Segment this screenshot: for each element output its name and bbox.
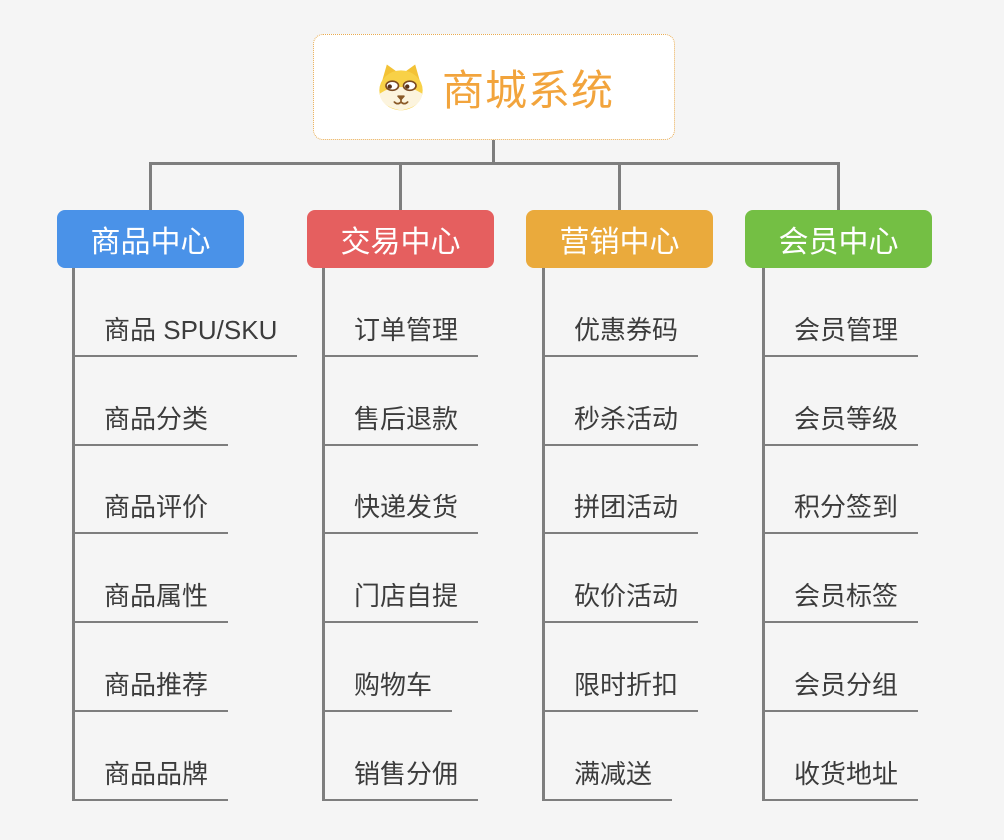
leaf-row: 秒杀活动 (542, 357, 792, 446)
spine-line (542, 268, 545, 801)
leaf-row: 拼团活动 (542, 446, 792, 535)
leaf-node[interactable]: 商品评价 (72, 487, 229, 535)
leaf-row: 商品属性 (72, 534, 322, 624)
leaf-row: 满减送 (542, 712, 792, 801)
leaf-row: 购物车 (322, 623, 572, 712)
leaf-row: 商品品牌 (72, 712, 322, 801)
spine-line (762, 268, 765, 801)
leaf-row: 收货地址 (762, 712, 1004, 801)
branch-label: 会员中心 (778, 226, 899, 259)
spine-line (72, 268, 75, 801)
leaf-node[interactable]: 订单管理 (322, 310, 479, 357)
leaf-node[interactable]: 快递发货 (322, 487, 479, 535)
leaf-node[interactable]: 商品属性 (72, 576, 229, 624)
leaf-row: 商品评价 (72, 446, 322, 535)
leaf-node[interactable]: 会员标签 (762, 576, 919, 624)
branch-product-center[interactable]: 商品中心 (57, 210, 244, 268)
leaf-node[interactable]: 门店自提 (322, 576, 479, 624)
leaf-node[interactable]: 售后退款 (322, 399, 479, 446)
connector-drop-trade (399, 162, 402, 210)
leaf-node[interactable]: 商品 SPU/SKU (72, 310, 298, 357)
leaf-row: 限时折扣 (542, 623, 792, 712)
leaf-node[interactable]: 会员分组 (762, 665, 919, 712)
leaf-row: 售后退款 (322, 357, 572, 446)
leaf-column-member: 会员管理 会员等级 积分签到 会员标签 会员分组 收货地址 (762, 268, 1004, 801)
leaf-row: 销售分佣 (322, 712, 572, 801)
leaf-column-product: 商品 SPU/SKU 商品分类 商品评价 商品属性 商品推荐 商品品牌 (72, 268, 322, 801)
connector-horizontal (149, 162, 840, 165)
leaf-node[interactable]: 砍价活动 (542, 576, 699, 624)
leaf-node[interactable]: 拼团活动 (542, 487, 699, 535)
leaf-column-trade: 订单管理 售后退款 快递发货 门店自提 购物车 销售分佣 (322, 268, 572, 801)
leaf-row: 快递发货 (322, 446, 572, 535)
leaf-row: 订单管理 (322, 268, 572, 357)
leaf-node[interactable]: 商品品牌 (72, 754, 229, 801)
leaf-node[interactable]: 销售分佣 (322, 754, 479, 801)
leaf-row: 商品 SPU/SKU (72, 268, 322, 357)
connector-root-drop (492, 140, 495, 163)
spine-line (322, 268, 325, 801)
connector-drop-member (837, 162, 840, 210)
leaf-node[interactable]: 收货地址 (762, 754, 919, 801)
branch-trade-center[interactable]: 交易中心 (307, 210, 494, 268)
connector-drop-marketing (618, 162, 621, 210)
connector-drop-product (149, 162, 152, 210)
branch-label: 商品中心 (90, 226, 211, 259)
leaf-row: 砍价活动 (542, 534, 792, 624)
leaf-row: 商品分类 (72, 357, 322, 446)
leaf-node[interactable]: 会员等级 (762, 399, 919, 446)
leaf-column-marketing: 优惠券码 秒杀活动 拼团活动 砍价活动 限时折扣 满减送 (542, 268, 792, 801)
branch-marketing-center[interactable]: 营销中心 (526, 210, 713, 268)
shiba-dog-icon (379, 64, 423, 111)
leaf-node[interactable]: 会员管理 (762, 310, 919, 357)
leaf-row: 会员分组 (762, 623, 1004, 712)
leaf-node[interactable]: 商品分类 (72, 399, 229, 446)
branch-member-center[interactable]: 会员中心 (745, 210, 932, 268)
branch-label: 营销中心 (559, 226, 680, 259)
leaf-row: 门店自提 (322, 534, 572, 624)
root-node[interactable]: 商城系统 (313, 34, 675, 140)
leaf-node[interactable]: 优惠券码 (542, 310, 699, 357)
leaf-row: 积分签到 (762, 446, 1004, 535)
leaf-row: 会员等级 (762, 357, 1004, 446)
leaf-row: 会员标签 (762, 534, 1004, 624)
leaf-row: 商品推荐 (72, 623, 322, 712)
leaf-node[interactable]: 限时折扣 (542, 665, 699, 712)
leaf-node[interactable]: 积分签到 (762, 487, 919, 535)
leaf-node[interactable]: 购物车 (322, 665, 453, 712)
branch-label: 交易中心 (340, 226, 461, 259)
leaf-node[interactable]: 满减送 (542, 754, 673, 801)
leaf-row: 会员管理 (762, 268, 1004, 357)
leaf-node[interactable]: 秒杀活动 (542, 399, 699, 446)
root-title: 商城系统 (441, 66, 614, 114)
leaf-row: 优惠券码 (542, 268, 792, 357)
leaf-node[interactable]: 商品推荐 (72, 665, 229, 712)
